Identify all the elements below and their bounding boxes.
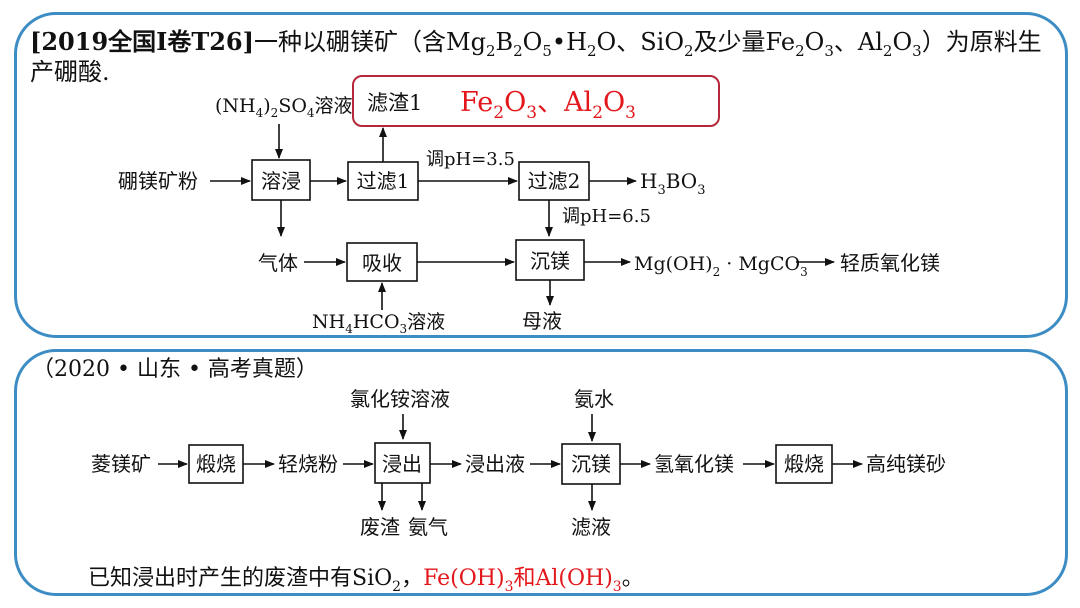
filter1-label: 过滤1 — [357, 169, 410, 193]
waste-label: 废渣 — [360, 515, 400, 539]
filtrate-label: 滤液 — [571, 515, 611, 539]
ore-label: 菱镁矿 — [91, 452, 151, 476]
precipitate-mg2-label: 沉镁 — [571, 452, 611, 476]
light-powder-label: 轻烧粉 — [278, 452, 338, 476]
precipitate-mg-box — [515, 239, 585, 281]
problem2-header: （2020 • 山东 • 高考真题） — [32, 357, 318, 382]
reagent-ammonium-sulfate: (NH4)2SO4溶液 — [215, 95, 353, 120]
light-mgo-label: 轻质氧化镁 — [840, 251, 940, 275]
ph-3-5-label: 调pH=3.5 — [426, 149, 515, 170]
product-mg-hydroxide-carbonate: Mg(OH)2 · MgCO3 — [634, 253, 808, 279]
problem1-header-line1: [2019全国I卷T26]一种以硼镁矿（含Mg2B2O5•H2O、SiO2及少量… — [30, 27, 1042, 60]
high-purity-magnesia-label: 高纯镁砂 — [866, 452, 946, 476]
absorb-label: 吸收 — [362, 251, 402, 275]
dissolve-box — [251, 159, 311, 201]
dissolve-label: 溶浸 — [261, 169, 301, 193]
calcine1-label: 煅烧 — [196, 452, 236, 476]
problem1-header-line2: 产硼酸. — [30, 58, 110, 86]
calcine2-label: 煅烧 — [784, 452, 824, 476]
precipitate-mg2-box — [561, 443, 621, 485]
precipitate-mg-label: 沉镁 — [530, 249, 570, 273]
problem2-note: 已知浸出时产生的废渣中有SiO2，Fe(OH)3和Al(OH)3。 — [88, 566, 644, 595]
ph-6-5-label: 调pH=6.5 — [562, 206, 651, 227]
mg-hydroxide-label: 氢氧化镁 — [654, 452, 734, 476]
source-label: [2019全国I卷T26] — [30, 27, 254, 56]
ammonia-gas-label: 氨气 — [408, 515, 448, 539]
mother-liquor-label: 母液 — [522, 309, 562, 333]
leachate-label: 浸出液 — [465, 452, 525, 476]
gas-label: 气体 — [258, 251, 298, 275]
calcine2-box — [775, 444, 833, 484]
answer-box — [352, 75, 720, 127]
leach-box — [374, 442, 431, 484]
raw-material-label: 硼镁矿粉 — [118, 169, 198, 193]
filter2-label: 过滤2 — [528, 169, 581, 193]
reagent-ammonium-chloride: 氯化铵溶液 — [350, 387, 450, 411]
leach-label: 浸出 — [382, 452, 422, 476]
answer-text: Fe2O3、Al2O3 — [460, 87, 636, 123]
residue1-label: 滤渣1 — [367, 91, 422, 115]
reagent-ammonia-water: 氨水 — [574, 387, 614, 411]
calcine1-box — [188, 444, 244, 484]
product-boric-acid: H3BO3 — [640, 169, 705, 198]
absorb-box — [346, 242, 418, 282]
reagent-ammonium-bicarbonate: NH4HCO3溶液 — [312, 311, 445, 336]
